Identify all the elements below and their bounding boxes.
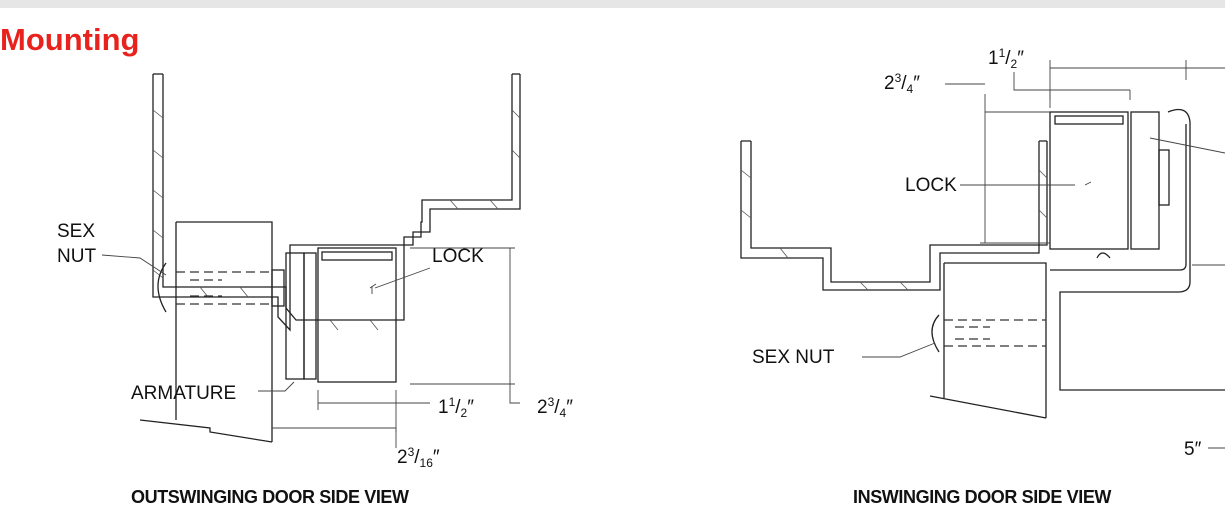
inswing-caption: INSWINGING DOOR SIDE VIEW <box>853 487 1111 507</box>
inswing-sex-nut-label: SEX NUT <box>752 347 835 368</box>
outswing-offset-dimension: 23/16″ <box>397 445 440 470</box>
inswing-five-dimension: 5″ <box>1184 439 1202 460</box>
inswing-top-dimension: 11/2″ <box>988 46 1024 71</box>
top-bar <box>0 0 1225 8</box>
inswing-lock-label: LOCK <box>905 175 957 196</box>
outswing-caption: OUTSWINGING DOOR SIDE VIEW <box>131 487 409 507</box>
inswing-diagram <box>740 60 1225 449</box>
outswing-height-dimension: 23/4″ <box>537 395 573 420</box>
outswing-armature-label: ARMATURE <box>131 383 236 404</box>
outswing-diagram <box>101 73 521 448</box>
page-title: Mounting <box>0 22 140 57</box>
outswing-width-dimension: 11/2″ <box>438 395 474 420</box>
outswing-lock-label: LOCK <box>432 246 484 267</box>
outswing-nut-label-text: NUT <box>57 246 96 267</box>
outswing-sex-label: SEX <box>57 221 95 242</box>
inswing-height-dimension: 23/4″ <box>884 71 920 96</box>
